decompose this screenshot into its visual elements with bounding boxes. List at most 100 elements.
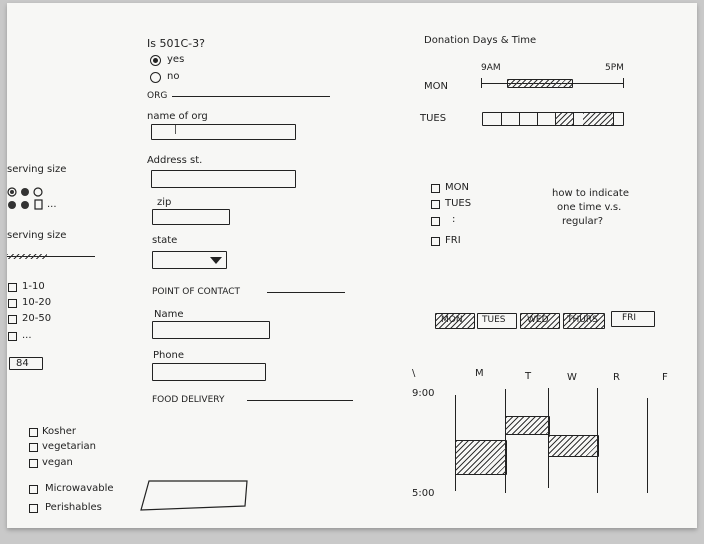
org-section-title: ORG — [147, 91, 168, 101]
name-of-org-value: | — [174, 125, 178, 135]
slot-divider — [501, 113, 502, 125]
serving-size-slider[interactable] — [7, 254, 95, 259]
notes-box[interactable] — [7, 3, 267, 528]
note-line-2: one time v.s. — [557, 202, 622, 213]
vegetarian-label: vegetarian — [42, 441, 96, 452]
note-line-3: regular? — [562, 216, 604, 227]
range-label-2: 10-20 — [22, 297, 52, 308]
calendar-corner-mark: \ — [412, 368, 416, 379]
kosher-label: Kosher — [42, 426, 76, 437]
check-mon-label: MON — [445, 182, 469, 193]
zip-input[interactable] — [152, 209, 230, 225]
microwavable-checkbox[interactable] — [29, 485, 38, 494]
question-501c3: Is 501C-3? — [147, 37, 205, 50]
no-radio[interactable] — [150, 72, 161, 83]
yes-radio[interactable] — [150, 55, 161, 66]
range-label-1: 1-10 — [22, 281, 45, 292]
day-button-wed-label: WED — [527, 315, 549, 325]
state-label: state — [152, 235, 178, 246]
cal-day-r: R — [613, 372, 620, 383]
cal-day-m: M — [475, 368, 484, 379]
food-delivery-divider — [247, 400, 353, 401]
day-button-fri-label: FRI — [622, 313, 637, 323]
mon-end-tick — [623, 78, 624, 88]
slot-divider — [573, 113, 574, 125]
contact-divider — [267, 292, 345, 293]
chevron-down-icon — [210, 257, 222, 264]
range-checkbox-1[interactable] — [8, 283, 17, 292]
kosher-checkbox[interactable] — [29, 428, 38, 437]
serving-size-label: serving size — [7, 164, 67, 175]
zip-label: zip — [157, 197, 172, 208]
end-time-label: 5PM — [605, 63, 624, 73]
mon-label: MON — [424, 81, 448, 92]
day-button-fri[interactable]: FRI — [611, 311, 655, 327]
tues-time-slots[interactable] — [482, 112, 624, 126]
name-of-org-label: name of org — [147, 111, 208, 122]
note-line-1: how to indicate — [552, 188, 629, 199]
contact-name-input[interactable] — [152, 321, 270, 339]
check-wed[interactable] — [431, 217, 440, 226]
mon-selected-range[interactable] — [507, 79, 573, 88]
tues-label: TUES — [420, 113, 447, 124]
day-button-thurs-label: THURS — [567, 315, 598, 325]
serving-size-icons — [7, 187, 43, 210]
slider-fill — [7, 254, 47, 259]
address-input[interactable] — [151, 170, 296, 188]
day-button-tues-label: TUES — [482, 315, 506, 325]
org-divider — [172, 96, 330, 97]
slot-divider — [537, 113, 538, 125]
range-checkbox-3[interactable] — [8, 315, 17, 324]
contact-name-label: Name — [154, 309, 184, 320]
yes-label: yes — [167, 54, 185, 65]
cal-day-f: F — [662, 372, 668, 383]
day-button-tues[interactable]: TUES — [477, 313, 517, 329]
range-checkbox-4[interactable] — [8, 332, 17, 341]
perishables-label: Perishables — [45, 502, 102, 513]
no-label: no — [167, 71, 180, 82]
range-label-4: ... — [22, 330, 32, 341]
cal-day-w: W — [567, 372, 577, 383]
vegan-label: vegan — [42, 457, 73, 468]
name-of-org-input[interactable]: | — [151, 124, 296, 140]
cal-block-wed[interactable] — [548, 435, 599, 457]
cal-block-tues[interactable] — [505, 416, 550, 435]
check-tues[interactable] — [431, 200, 440, 209]
count-input[interactable]: 84 — [9, 357, 43, 370]
day-button-thurs[interactable]: THURS — [563, 313, 605, 329]
food-delivery-title: FOOD DELIVERY — [152, 395, 225, 405]
sketch-paper: serving size ... serving size 1-10 10-20… — [7, 3, 697, 528]
point-of-contact-title: POINT OF CONTACT — [152, 287, 241, 297]
phone-input[interactable] — [152, 363, 266, 381]
mon-time-range[interactable] — [481, 76, 624, 90]
check-fri[interactable] — [431, 237, 440, 246]
slot-divider — [613, 113, 614, 125]
day-button-wed[interactable]: WED — [520, 313, 560, 329]
tues-slot-selected[interactable] — [555, 113, 573, 125]
state-select[interactable] — [152, 251, 227, 269]
address-label: Address st. — [147, 155, 203, 166]
start-time-label: 9AM — [481, 63, 501, 73]
check-ellipsis: : — [452, 214, 456, 225]
count-value: 84 — [16, 358, 29, 369]
serving-size-more: ... — [47, 199, 57, 210]
check-tues-label: TUES — [445, 198, 472, 209]
tues-slot-selected[interactable] — [583, 113, 613, 125]
cal-block-mon[interactable] — [455, 440, 507, 475]
cal-day-t: T — [525, 371, 532, 382]
range-label-3: 20-50 — [22, 313, 52, 324]
cal-column-line — [647, 398, 648, 493]
mon-start-tick — [481, 78, 482, 88]
day-button-mon[interactable]: MON — [435, 313, 475, 329]
perishables-checkbox[interactable] — [29, 504, 38, 513]
slider-track — [7, 256, 95, 257]
cal-end-time: 5:00 — [412, 488, 435, 499]
vegetarian-checkbox[interactable] — [29, 443, 38, 452]
day-button-mon-label: MON — [441, 315, 463, 325]
vegan-checkbox[interactable] — [29, 459, 38, 468]
slot-divider — [519, 113, 520, 125]
range-checkbox-2[interactable] — [8, 299, 17, 308]
check-mon[interactable] — [431, 184, 440, 193]
donation-days-title: Donation Days & Time — [424, 35, 537, 46]
microwavable-label: Microwavable — [45, 483, 114, 494]
